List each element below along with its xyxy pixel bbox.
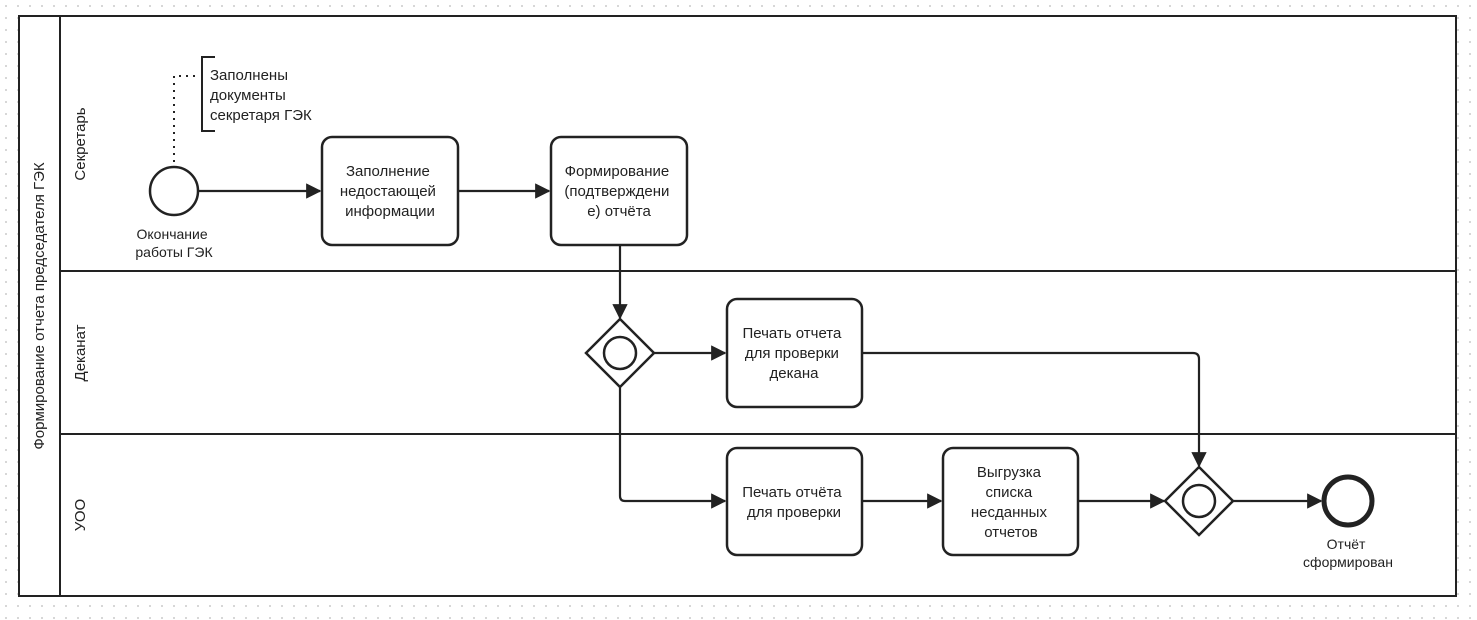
gateway-circle [602,335,638,371]
task-export-list[interactable]: Выгрузка списка несданных отчетов [941,446,1080,557]
annotation-bracket [201,56,215,132]
annotation-association [173,75,200,162]
task-box [725,297,864,409]
lane-label-deanery: Деканат [72,324,89,381]
pool-label: Формирование отчета председателя ГЭК [31,162,48,450]
end-event-circle [1321,474,1375,528]
task-label: Формирование (подтверждени е) отчёта [564,163,673,220]
task-form-report[interactable]: Формирование (подтверждени е) отчёта [549,135,689,247]
lane-deanery: Деканат [72,324,89,381]
task-label: Выгрузка списка несданных отчетов [971,464,1051,541]
text-annotation: Заполнены документы секретаря ГЭК [173,56,312,162]
inclusive-gateway-split[interactable] [584,317,656,389]
start-event-circle [148,165,200,217]
annotation-text: Заполнены документы секретаря ГЭК [210,67,312,124]
start-event-label: Окончание работы ГЭК [135,226,213,260]
task-label: Заполнение недостающей информации [340,163,440,220]
lane-uoo: УОО [72,499,89,531]
sequence-flow [618,387,727,509]
task-box [549,135,689,247]
gateway-circle [1181,483,1217,519]
lane-secretary: Секретарь [72,107,89,180]
task-label: Печать отчета для проверки декана [742,325,845,382]
start-event[interactable]: Окончание работы ГЭК [135,165,213,260]
task-fill-missing-info[interactable]: Заполнение недостающей информации [320,135,460,247]
end-event-label: Отчёт сформирован [1303,536,1393,570]
task-box [725,446,864,557]
task-box [320,135,460,247]
sequence-flow [862,351,1207,468]
lane-label-secretary: Секретарь [72,107,89,180]
inclusive-gateway-merge[interactable] [1163,465,1235,537]
lane-label-uoo: УОО [72,499,89,531]
end-event[interactable]: Отчёт сформирован [1303,474,1393,570]
task-print-for-check[interactable]: Печать отчёта для проверки [725,446,864,557]
task-label: Печать отчёта для проверки [742,484,846,521]
task-print-for-dean[interactable]: Печать отчета для проверки декана [725,297,864,409]
task-box [941,446,1080,557]
